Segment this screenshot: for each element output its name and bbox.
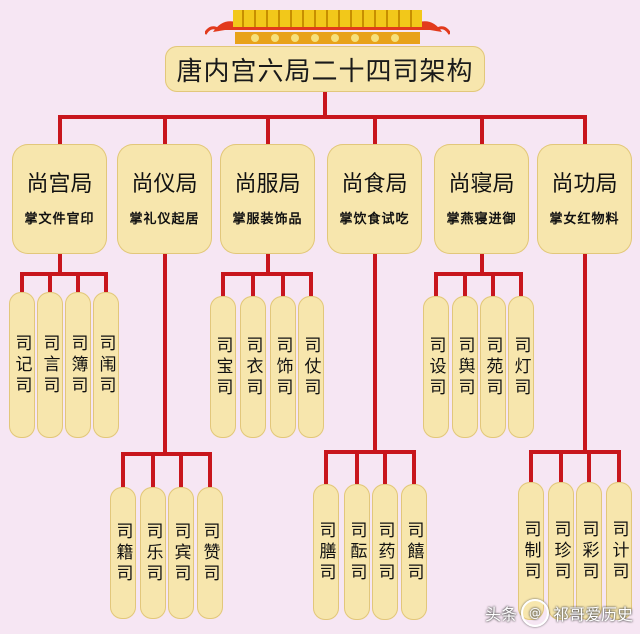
office-box: 司饰司 (270, 296, 296, 438)
bureau-name: 尚功局 (551, 172, 618, 197)
bureau-bus-line (57, 115, 587, 119)
office-box: 司言司 (37, 292, 63, 438)
bureau-name: 尚服局 (234, 172, 301, 197)
bureau-duty: 掌燕寝进御 (446, 212, 517, 227)
office-box: 司簿司 (65, 292, 91, 438)
group-stem-line (479, 254, 484, 272)
group-stem-line (265, 254, 270, 272)
office-box: 司宝司 (210, 296, 236, 438)
bureau-duty: 掌文件官印 (24, 212, 95, 227)
bureau-drop-line (582, 115, 587, 144)
group-stem-line (582, 254, 587, 450)
office-drop-line (463, 272, 467, 296)
group-bus-line (121, 452, 212, 456)
office-drop-line (324, 450, 328, 484)
office-drop-line (559, 450, 563, 482)
group-bus-line (529, 450, 621, 454)
office-drop-line (251, 272, 255, 296)
office-drop-line (434, 272, 438, 296)
office-box: 司设司 (423, 296, 449, 438)
bureau-box: 尚功局掌女红物料 (537, 144, 632, 254)
bureau-drop-line (265, 115, 270, 144)
office-box: 司仗司 (298, 296, 324, 438)
office-drop-line (309, 272, 313, 296)
office-box: 司闱司 (93, 292, 119, 438)
watermark: 头条 @ 祁哥爱历史 (485, 599, 635, 627)
office-box: 司乐司 (140, 487, 166, 619)
office-box: 司记司 (9, 292, 35, 438)
bureau-box: 尚服局掌服装饰品 (220, 144, 315, 254)
office-box: 司苑司 (480, 296, 506, 438)
office-box: 司衣司 (240, 296, 266, 438)
bureau-duty: 掌饮食试吃 (339, 212, 410, 227)
office-drop-line (383, 450, 387, 484)
office-drop-line (76, 272, 80, 292)
group-stem-line (57, 254, 62, 272)
group-bus-line (324, 450, 416, 454)
office-box: 司珍司 (548, 482, 574, 620)
bureau-name: 尚仪局 (131, 172, 198, 197)
bureau-box: 尚食局掌饮食试吃 (327, 144, 422, 254)
bureau-duty: 掌礼仪起居 (129, 212, 200, 227)
watermark-suffix: 祁哥爱历史 (553, 605, 634, 624)
office-box: 司制司 (518, 482, 544, 620)
office-box: 司赞司 (197, 487, 223, 619)
office-drop-line (281, 272, 285, 296)
group-stem-line (372, 254, 377, 450)
office-box: 司药司 (372, 484, 398, 620)
bureau-drop-line (162, 115, 167, 144)
office-drop-line (104, 272, 108, 292)
office-box: 司灯司 (508, 296, 534, 438)
group-bus-line (434, 272, 523, 276)
office-drop-line (355, 450, 359, 484)
office-drop-line (121, 452, 125, 487)
palace-roof-icon (205, 10, 450, 44)
title-trunk-line (323, 92, 327, 119)
office-drop-line (221, 272, 225, 296)
at-icon: @ (521, 599, 550, 627)
chart-title: 唐内宫六局二十四司架构 (165, 46, 485, 92)
group-stem-line (162, 254, 167, 452)
office-drop-line (617, 450, 621, 482)
bureau-duty: 掌服装饰品 (232, 212, 303, 227)
watermark-prefix: 头条 (485, 605, 518, 624)
group-bus-line (221, 272, 313, 276)
bureau-name: 尚寝局 (448, 172, 515, 197)
office-box: 司计司 (606, 482, 632, 620)
office-box: 司酝司 (344, 484, 370, 620)
bureau-name: 尚食局 (341, 172, 408, 197)
bureau-box: 尚寝局掌燕寝进御 (434, 144, 529, 254)
office-drop-line (491, 272, 495, 296)
bureau-drop-line (57, 115, 62, 144)
office-box: 司饎司 (401, 484, 427, 620)
office-box: 司宾司 (168, 487, 194, 619)
bureau-name: 尚宫局 (26, 172, 93, 197)
office-drop-line (412, 450, 416, 484)
bureau-drop-line (372, 115, 377, 144)
office-box: 司籍司 (110, 487, 136, 619)
office-box: 司舆司 (452, 296, 478, 438)
bureau-box: 尚宫局掌文件官印 (12, 144, 107, 254)
office-drop-line (179, 452, 183, 487)
office-box: 司膳司 (313, 484, 339, 620)
office-drop-line (48, 272, 52, 292)
office-drop-line (587, 450, 591, 482)
bureau-drop-line (479, 115, 484, 144)
office-drop-line (208, 452, 212, 487)
office-drop-line (529, 450, 533, 482)
office-drop-line (151, 452, 155, 487)
office-drop-line (519, 272, 523, 296)
office-drop-line (20, 272, 24, 292)
office-box: 司彩司 (576, 482, 602, 620)
bureau-box: 尚仪局掌礼仪起居 (117, 144, 212, 254)
group-bus-line (20, 272, 108, 276)
bureau-duty: 掌女红物料 (549, 212, 620, 227)
